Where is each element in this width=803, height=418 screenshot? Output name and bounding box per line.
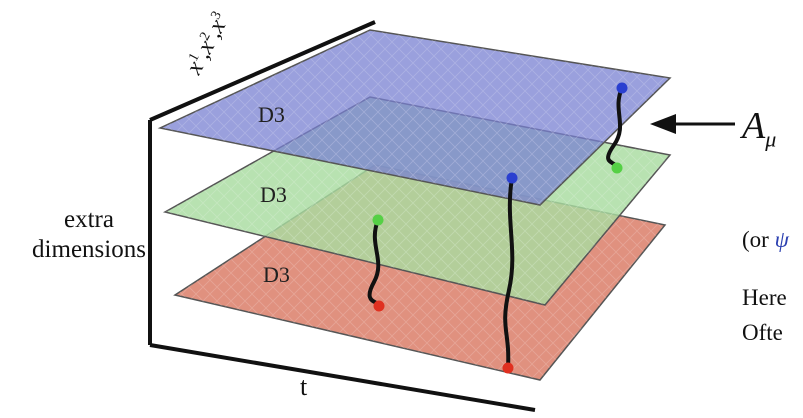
- endpoint-blue-1: [616, 82, 628, 94]
- open-string-middle-bottom: [367, 219, 381, 307]
- brane-middle-label: D3: [260, 182, 287, 207]
- endpoint-red-2: [502, 362, 514, 374]
- endpoint-green-2: [372, 214, 384, 226]
- brane-bottom-label: D3: [263, 262, 290, 287]
- time-axis-label: t: [300, 372, 308, 401]
- endpoint-red-1: [373, 300, 385, 312]
- endpoint-green-1: [611, 162, 623, 174]
- open-string-top-bottom: [503, 177, 515, 369]
- extra-dimensions-label: extra dimensions: [32, 206, 146, 263]
- axis-frame-back: [149, 20, 376, 122]
- or-psi-label: (or ψ: [742, 227, 789, 252]
- arrow-head: [650, 114, 676, 134]
- axis-frame-bottom: [149, 343, 536, 412]
- gauge-field-label: Aμ: [742, 105, 777, 152]
- endpoint-blue-2: [506, 172, 518, 184]
- caption-line-1: Here: [742, 285, 787, 310]
- open-string-top-self: [606, 87, 624, 169]
- caption-line-2: Ofte: [742, 320, 783, 345]
- brane-top-label: D3: [258, 102, 285, 127]
